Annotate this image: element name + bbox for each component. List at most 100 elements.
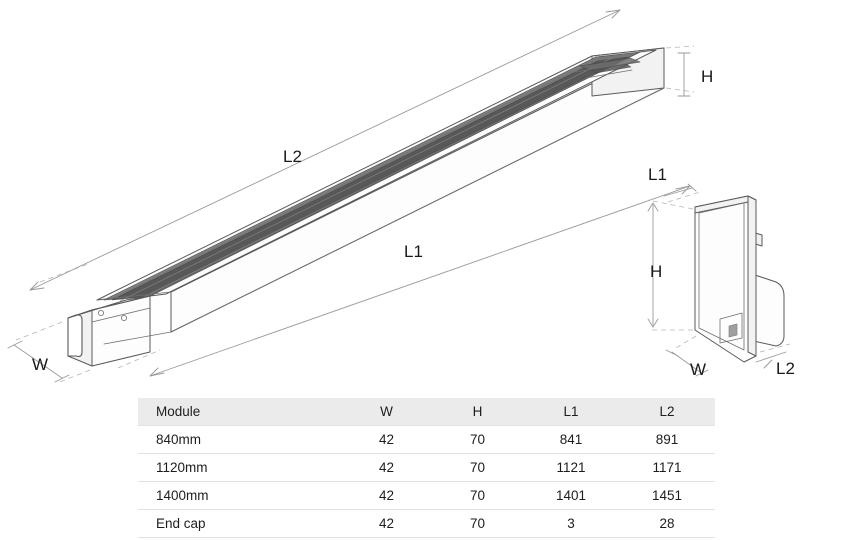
l1-dimension-line bbox=[149, 185, 691, 377]
cap-label-mark bbox=[728, 323, 738, 338]
cap-screw-boss-1 bbox=[98, 309, 105, 316]
dimension-label-h-main: H bbox=[701, 67, 713, 86]
cell-l2: 891 bbox=[619, 425, 715, 454]
channel-highlight-2 bbox=[119, 57, 613, 302]
l1-extension-left bbox=[117, 349, 161, 369]
column-header-l2: L2 bbox=[619, 398, 715, 426]
module-led-channel-inner bbox=[111, 56, 629, 301]
dimension-label-l2-cap: L2 bbox=[776, 359, 795, 378]
end-cap-detail-view: L1 H W bbox=[647, 165, 795, 379]
w-dimension-line bbox=[13, 344, 63, 379]
dimension-w-cap: W bbox=[665, 335, 709, 379]
cap-h-extension-top bbox=[647, 199, 694, 210]
l1-arrow-start bbox=[149, 367, 165, 377]
cap-plate-right-edge bbox=[747, 195, 757, 357]
left-end-cap-nose bbox=[67, 314, 83, 358]
dimension-label-l2-main: L2 bbox=[283, 147, 302, 166]
cell-l1: 841 bbox=[523, 425, 619, 454]
cap-h-arrow-top bbox=[647, 202, 659, 212]
cell-h: 70 bbox=[432, 425, 523, 454]
specification-table-wrapper: Module W H L1 L2 840mm 42 70 841 891 112… bbox=[138, 398, 715, 538]
dimension-label-w-cap: W bbox=[690, 360, 706, 379]
cell-l2: 28 bbox=[619, 509, 715, 538]
h-extension-top bbox=[665, 45, 695, 49]
cap-face-detail-line bbox=[91, 307, 151, 323]
column-header-module: Module bbox=[138, 398, 341, 426]
cap-screw-boss-2 bbox=[121, 314, 128, 321]
cell-h: 70 bbox=[432, 481, 523, 510]
module-connector-contacts bbox=[590, 63, 632, 74]
channel-highlight-3 bbox=[130, 59, 624, 304]
cap-h-arrow-bottom bbox=[647, 318, 659, 328]
module-lower-edge bbox=[170, 87, 665, 333]
l2-arrow-end bbox=[605, 9, 621, 19]
module-diffuser-strip bbox=[149, 49, 657, 297]
cell-h: 70 bbox=[432, 453, 523, 482]
table-row: 840mm 42 70 841 891 bbox=[138, 425, 715, 454]
cap-l2-dimension-line bbox=[755, 351, 787, 363]
dimension-label-l1-cap: L1 bbox=[648, 165, 667, 184]
channel-highlight-1 bbox=[107, 55, 601, 300]
cap-l2-arrow bbox=[763, 359, 773, 369]
column-header-h: H bbox=[432, 398, 523, 426]
cell-l1: 1401 bbox=[523, 481, 619, 510]
dimension-h-main: H bbox=[665, 45, 713, 97]
cell-l1: 3 bbox=[523, 509, 619, 538]
column-header-l1: L1 bbox=[523, 398, 619, 426]
module-front-face bbox=[170, 47, 665, 333]
l2-arrow-start bbox=[29, 281, 45, 291]
dimension-label-l1-main: L1 bbox=[404, 242, 423, 261]
dimension-label-w-main: W bbox=[32, 355, 48, 374]
table-row: 1400mm 42 70 1401 1451 bbox=[138, 481, 715, 510]
l2-extension-left bbox=[39, 263, 89, 283]
cell-l2: 1171 bbox=[619, 453, 715, 482]
cap-w-arrow-end bbox=[695, 369, 709, 377]
dimension-l1-cap: L1 bbox=[648, 165, 701, 203]
module-connector-block bbox=[579, 57, 641, 71]
connector-edge-line-2 bbox=[585, 69, 633, 79]
w-arrow-upper bbox=[7, 340, 23, 349]
dimension-w-main: W bbox=[7, 321, 91, 383]
dimension-label-h-cap: H bbox=[650, 262, 662, 281]
table-header-row: Module W H L1 L2 bbox=[138, 398, 715, 426]
table-header: Module W H L1 L2 bbox=[138, 398, 715, 426]
technical-drawing: L2 L1 H bbox=[7, 9, 795, 383]
cap-label-recess bbox=[719, 312, 743, 344]
specification-table: Module W H L1 L2 840mm 42 70 841 891 112… bbox=[138, 398, 715, 538]
cell-w: 42 bbox=[341, 453, 432, 482]
cap-l1-extension bbox=[667, 191, 701, 203]
cell-module: 840mm bbox=[138, 425, 341, 454]
w-arrow-lower bbox=[54, 374, 70, 383]
w-extension-lower bbox=[59, 369, 91, 383]
cell-w: 42 bbox=[341, 425, 432, 454]
module-inner-lip bbox=[96, 291, 172, 301]
dimension-h-cap: H bbox=[647, 199, 694, 331]
cell-l1: 1121 bbox=[523, 453, 619, 482]
cap-l1-arrow bbox=[687, 183, 697, 192]
left-end-cap-top-ledge bbox=[67, 295, 151, 319]
cell-l2: 1451 bbox=[619, 481, 715, 510]
cap-front-plate bbox=[694, 195, 757, 363]
cell-module: 1400mm bbox=[138, 481, 341, 510]
column-header-w: W bbox=[341, 398, 432, 426]
l2-dimension-line bbox=[29, 9, 621, 291]
cell-h: 70 bbox=[432, 509, 523, 538]
table-row: End cap 42 70 3 28 bbox=[138, 509, 715, 538]
dimension-l2-cap: L2 bbox=[755, 343, 795, 378]
isometric-module-view: L2 L1 H bbox=[7, 9, 713, 383]
h-extension-bottom bbox=[665, 87, 695, 93]
dimension-l1-main: L1 bbox=[117, 185, 691, 377]
cap-plate-inner-outline bbox=[698, 202, 745, 351]
module-inner-lip-2 bbox=[103, 331, 172, 345]
cell-w: 42 bbox=[341, 509, 432, 538]
cell-w: 42 bbox=[341, 481, 432, 510]
table-row: 1120mm 42 70 1121 1171 bbox=[138, 453, 715, 482]
connector-edge-line bbox=[574, 61, 637, 73]
cap-w-extension bbox=[675, 335, 697, 349]
w-extension-upper bbox=[15, 321, 63, 341]
cap-plate-top-bevel bbox=[694, 195, 749, 214]
cap-l1-dimension-line bbox=[663, 187, 693, 197]
dimension-l2-main: L2 bbox=[29, 9, 621, 291]
cell-module: 1120mm bbox=[138, 453, 341, 482]
